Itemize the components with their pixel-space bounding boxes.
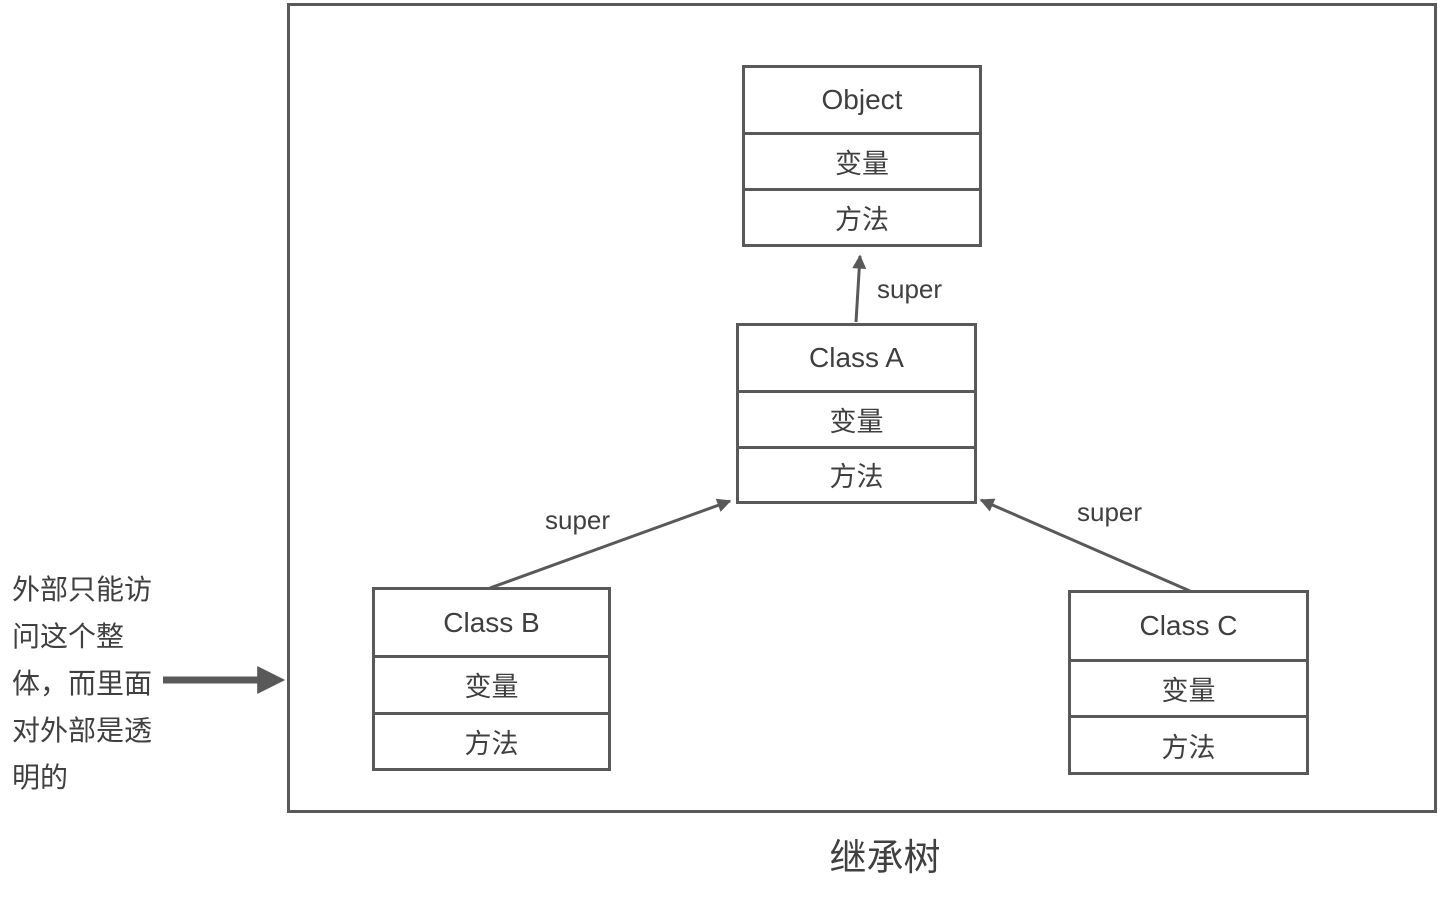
class-fields-row: 变量 [739,390,974,445]
diagram-caption: 继承树 [829,837,941,878]
class-fields-row: 变量 [375,655,608,711]
class-name: Class C [1139,609,1238,641]
system-boundary-box [287,3,1437,813]
class-methods-row: 方法 [739,445,974,501]
class-name: Class B [443,606,540,638]
class-methods-row: 方法 [375,711,608,768]
super-label-a-to-object: super [877,274,943,304]
class-name: Object [821,84,903,116]
class-box-class-a: Class A 变量 方法 [736,323,977,504]
class-methods-row: 方法 [1071,715,1306,772]
class-box-object: Object 变量 方法 [742,65,982,247]
class-fields-row: 变量 [1071,658,1306,716]
super-label-b-to-a: super [545,505,611,535]
super-label-c-to-a: super [1077,497,1143,527]
class-name: Class A [809,342,904,374]
class-methods-row: 方法 [745,188,979,244]
encapsulation-annotation: 外部只能访 问这个整 体，而里面 对外部是透 明的 [12,574,153,793]
class-fields-row: 变量 [745,132,979,188]
class-box-class-b: Class B 变量 方法 [372,587,611,771]
class-box-class-c: Class C 变量 方法 [1068,590,1309,775]
